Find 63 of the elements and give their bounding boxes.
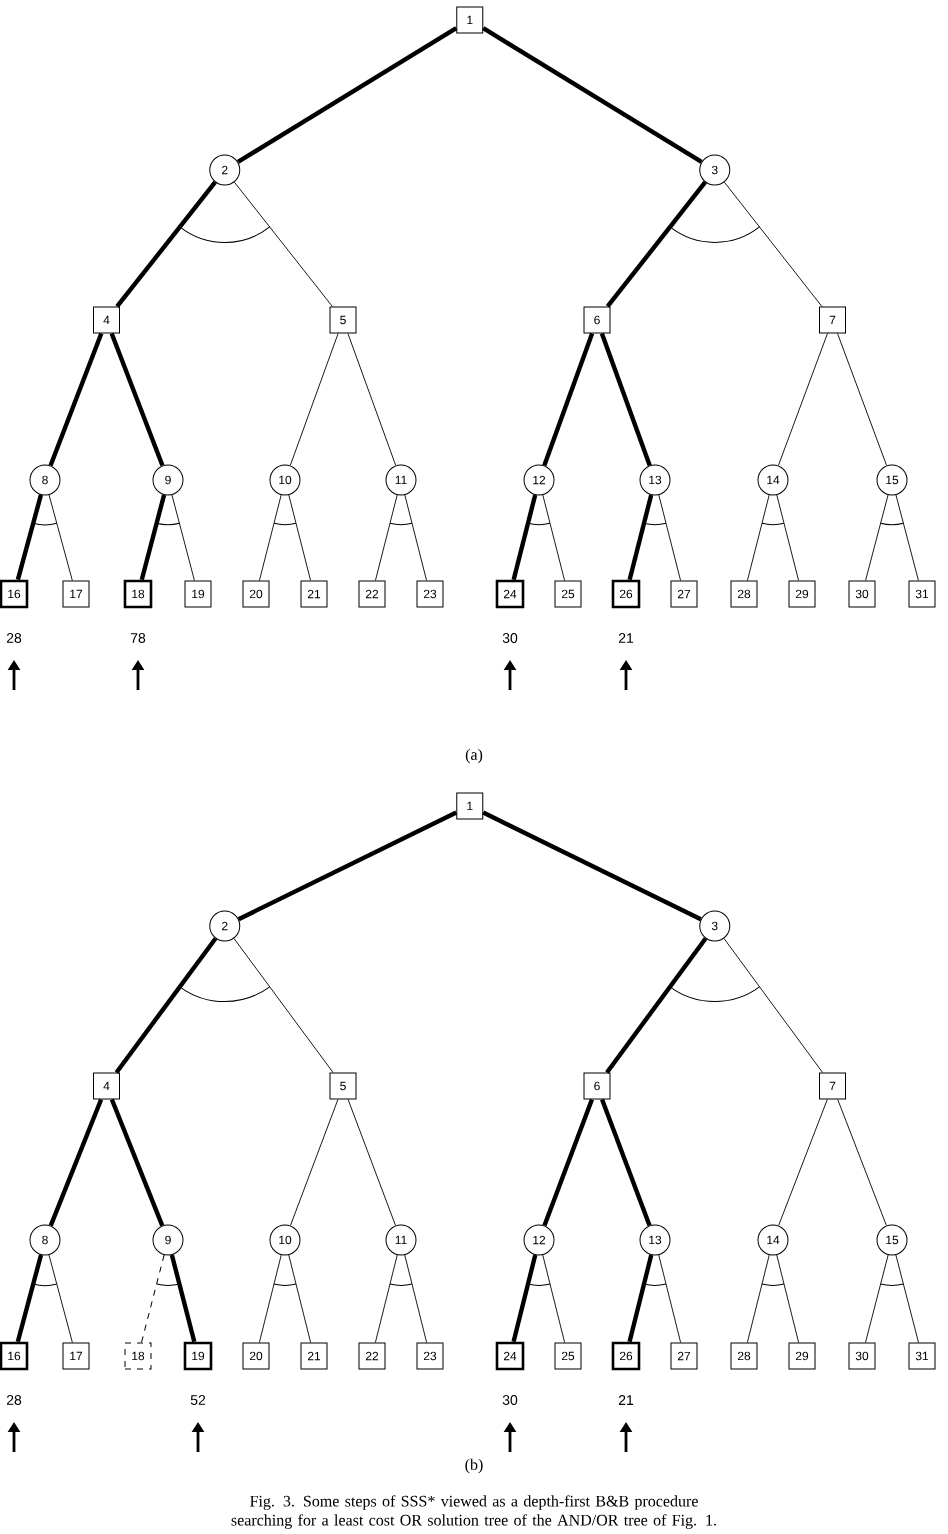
tree-edge	[15, 1254, 44, 1343]
tree-edge	[233, 181, 333, 307]
tree-edge	[600, 1098, 652, 1227]
tree-edge	[139, 494, 167, 581]
tree-edge	[169, 1254, 197, 1343]
tree-edge	[658, 1254, 682, 1343]
panel-label: (b)	[465, 1458, 483, 1474]
tree-edge	[48, 1254, 73, 1343]
tree-edge	[865, 494, 889, 581]
tree-edge	[605, 180, 707, 308]
tree-edge	[511, 1254, 538, 1343]
tree-edge	[895, 494, 919, 581]
tree-edge	[290, 1099, 339, 1226]
tree-edge	[511, 494, 538, 581]
tree-edge	[375, 494, 398, 581]
tree-edge	[605, 937, 708, 1074]
tree-edge	[482, 810, 702, 922]
tree-edge	[777, 333, 828, 466]
tree-edge	[259, 494, 282, 581]
tree-edge	[865, 1254, 889, 1343]
tree-edge	[288, 494, 311, 581]
tree-edge	[347, 333, 397, 466]
tree-edge	[746, 1254, 770, 1343]
tree-edge	[233, 938, 334, 1073]
tree-edge	[837, 1099, 887, 1226]
tree-edge	[627, 494, 654, 581]
tree-edge	[542, 1254, 566, 1343]
tree-edge	[48, 494, 73, 581]
tree-edge	[747, 494, 770, 581]
tree-edge	[837, 333, 888, 466]
tree-edge	[115, 180, 217, 308]
tree-edge	[237, 810, 458, 922]
tree-edge	[776, 1254, 800, 1343]
tree-edge	[171, 494, 195, 581]
caption: Fig. 3. Some steps of SSS* viewed as a depth-first B&B procedure searching for a least cost OR solution tree of the AND/OR tree of Fig. 1.	[231, 1495, 716, 1529]
tree-edge	[404, 494, 427, 581]
tree-edge	[141, 1254, 165, 1343]
tree-edge	[599, 332, 652, 467]
tree-edge	[895, 1254, 919, 1343]
tree-edge	[109, 1098, 165, 1227]
tree-edge	[658, 494, 682, 581]
tree-edge	[404, 1254, 428, 1343]
tree-edge	[542, 494, 566, 581]
tree-edge	[723, 181, 823, 307]
tree-edge	[723, 938, 824, 1073]
tree-edge	[236, 26, 458, 164]
tree-edge	[288, 1254, 312, 1343]
tree-edge	[627, 1254, 654, 1343]
tree-edge	[778, 1099, 828, 1226]
tree-edge	[114, 937, 218, 1074]
tree-edge	[258, 1254, 282, 1343]
tree-edge	[48, 332, 104, 467]
panel-label: (a)	[465, 748, 483, 764]
tree-edge	[48, 1098, 104, 1227]
tree-edge	[776, 494, 800, 581]
tree-edge	[15, 494, 44, 581]
tree-edge	[347, 1099, 396, 1226]
tree-edge	[482, 26, 703, 164]
tree-edge	[374, 1254, 398, 1343]
tree-edge	[109, 332, 165, 467]
tree-edge	[542, 332, 595, 467]
tree-edge	[542, 1098, 594, 1227]
tree-edge	[289, 333, 339, 466]
